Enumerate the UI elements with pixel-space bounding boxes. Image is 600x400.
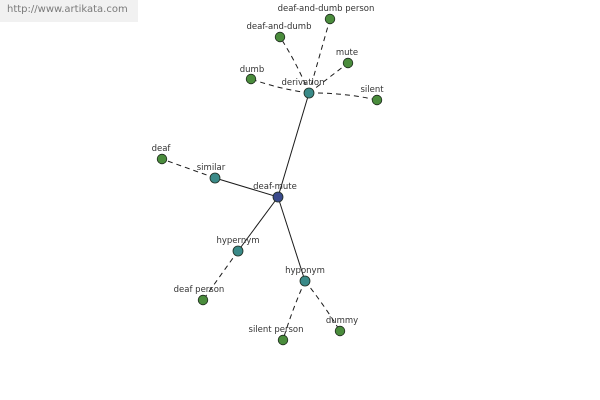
node-dumb[interactable] — [245, 73, 257, 85]
node-label-mute[interactable]: mute — [336, 48, 358, 58]
node-label-silent[interactable]: silent — [360, 85, 384, 95]
node-deaf-and-dumb[interactable] — [274, 31, 286, 43]
edge-root-to-hyponym — [277, 196, 306, 282]
node-label-dumb[interactable]: dumb — [240, 65, 264, 75]
node-label-hyponym[interactable]: hyponym — [285, 266, 325, 276]
site-url-link[interactable]: http://www.artikata.com — [0, 0, 138, 22]
node-label-deaf[interactable]: deaf — [152, 144, 172, 154]
node-dummy[interactable] — [334, 325, 346, 337]
node-deaf-person[interactable] — [197, 294, 209, 306]
edge-root-to-similar — [214, 177, 279, 198]
node-label-deaf-and-dumb-person[interactable]: deaf-and-dumb person — [278, 4, 375, 14]
nodes-layer — [156, 13, 383, 346]
node-silent[interactable] — [371, 94, 383, 106]
node-deaf-and-dumb-person[interactable] — [324, 13, 336, 25]
node-label-root[interactable]: deaf-mute — [253, 182, 297, 192]
labels-layer: deaf-mute derivation similar hypernym hypony… — [152, 4, 385, 335]
edge-root-to-derivation — [277, 92, 310, 198]
node-label-similar[interactable]: similar — [197, 163, 226, 173]
node-root[interactable] — [272, 191, 284, 203]
node-similar[interactable] — [209, 172, 221, 184]
edge-derivation-to-deaf-and-dumb-person — [308, 18, 331, 94]
node-label-hypernym[interactable]: hypernym — [216, 236, 259, 246]
node-label-deaf-person[interactable]: deaf person — [174, 285, 225, 295]
node-deaf[interactable] — [156, 153, 168, 165]
node-label-dummy[interactable]: dummy — [326, 316, 358, 326]
node-label-deaf-and-dumb[interactable]: deaf-and-dumb — [247, 22, 312, 32]
node-hyponym[interactable] — [299, 275, 311, 287]
edge-root-to-hypernym — [237, 196, 279, 252]
node-mute[interactable] — [342, 57, 354, 69]
node-silent-person[interactable] — [277, 334, 289, 346]
node-label-silent-person[interactable]: silent person — [249, 325, 304, 335]
node-derivation[interactable] — [303, 87, 315, 99]
edge-hyponym-to-silent-person — [282, 280, 306, 341]
node-hypernym[interactable] — [232, 245, 244, 257]
node-label-derivation[interactable]: derivation — [281, 78, 324, 88]
edge-derivation-to-deaf-and-dumb — [279, 36, 310, 94]
